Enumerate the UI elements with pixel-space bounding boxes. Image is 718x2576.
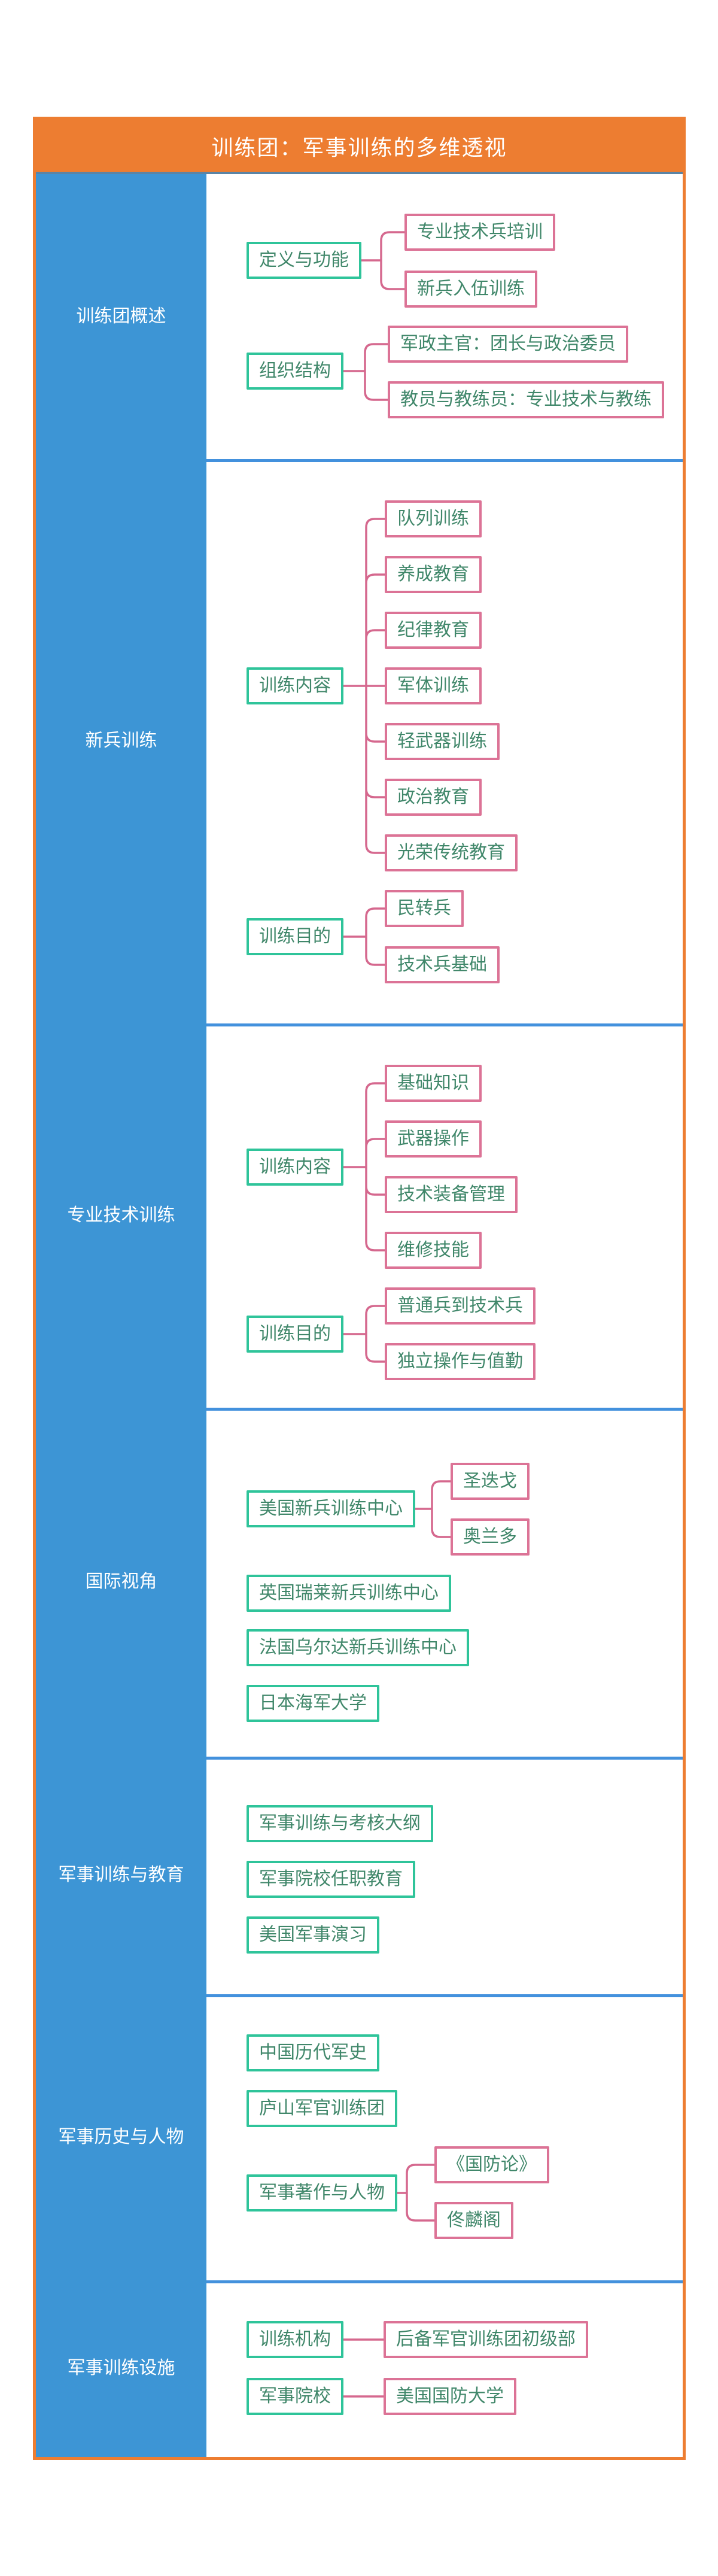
section-divider	[206, 1994, 683, 1997]
subtopic-box-3-0-1[interactable]: 奥兰多	[451, 1518, 530, 1556]
subtopic-box-6-0-0[interactable]: 后备军官训练团初级部	[384, 2321, 588, 2358]
subtopic-box-1-0-2[interactable]: 纪律教育	[385, 612, 482, 649]
subtopic-box-5-2-1[interactable]: 佟麟阁	[434, 2202, 513, 2239]
subtopic-box-3-0-0[interactable]: 圣迭戈	[451, 1463, 530, 1500]
subtopic-box-2-0-3[interactable]: 维修技能	[385, 1232, 482, 1269]
subtopic-box-0-1-0[interactable]: 军政主官：团长与政治委员	[388, 326, 628, 363]
topic-box-3-1[interactable]: 英国瑞莱新兵训练中心	[247, 1575, 451, 1612]
subtopic-box-1-0-3[interactable]: 军体训练	[385, 667, 482, 704]
subtopic-box-1-0-4[interactable]: 轻武器训练	[385, 723, 500, 760]
topic-box-3-3[interactable]: 日本海军大学	[247, 1685, 379, 1722]
page-title: 训练团：军事训练的多维透视	[211, 135, 507, 160]
topic-box-0-0[interactable]: 定义与功能	[247, 242, 361, 279]
topic-box-3-0[interactable]: 美国新兵训练中心	[247, 1490, 415, 1527]
subtopic-box-0-0-1[interactable]: 新兵入伍训练	[404, 271, 537, 308]
subtopic-box-1-0-0[interactable]: 队列训练	[385, 500, 482, 537]
topic-box-2-0[interactable]: 训练内容	[247, 1149, 343, 1186]
topic-box-6-1[interactable]: 军事院校	[247, 2378, 343, 2415]
subtopic-box-1-0-1[interactable]: 养成教育	[385, 556, 482, 593]
section-divider	[206, 1408, 683, 1411]
subtopic-box-2-1-0[interactable]: 普通兵到技术兵	[385, 1287, 536, 1325]
header-underline	[36, 172, 683, 174]
connector-paths	[342, 231, 452, 2398]
topic-box-1-0[interactable]: 训练内容	[247, 667, 343, 704]
section-divider	[206, 2280, 683, 2283]
section-label-5[interactable]: 军事历史与人物	[58, 2127, 184, 2147]
topic-box-1-1[interactable]: 训练目的	[247, 918, 343, 955]
subtopic-box-6-1-0[interactable]: 美国国防大学	[384, 2378, 516, 2415]
section-label-3[interactable]: 国际视角	[85, 1572, 157, 1591]
subtopic-box-1-1-1[interactable]: 技术兵基础	[385, 946, 500, 983]
topic-box-5-0[interactable]: 中国历代军史	[247, 2034, 379, 2071]
topic-box-5-2[interactable]: 军事著作与人物	[247, 2174, 397, 2212]
subtopic-box-1-0-6[interactable]: 光荣传统教育	[385, 834, 518, 871]
subtopic-box-2-1-1[interactable]: 独立操作与值勤	[385, 1343, 536, 1380]
subtopic-box-1-0-5[interactable]: 政治教育	[385, 779, 482, 816]
topic-box-4-1[interactable]: 军事院校任职教育	[247, 1861, 415, 1898]
section-spine	[36, 174, 206, 2457]
topic-box-4-0[interactable]: 军事训练与考核大纲	[247, 1805, 433, 1842]
section-label-0[interactable]: 训练团概述	[76, 306, 166, 326]
topic-box-6-0[interactable]: 训练机构	[247, 2321, 343, 2358]
topic-box-5-1[interactable]: 庐山军官训练团	[247, 2090, 397, 2127]
subtopic-box-2-0-2[interactable]: 技术装备管理	[385, 1176, 518, 1213]
subtopic-box-2-0-1[interactable]: 武器操作	[385, 1120, 482, 1158]
topic-box-4-2[interactable]: 美国军事演习	[247, 1916, 379, 1954]
section-label-4[interactable]: 军事训练与教育	[58, 1865, 184, 1885]
section-label-2[interactable]: 专业技术训练	[67, 1205, 175, 1225]
subtopic-box-2-0-0[interactable]: 基础知识	[385, 1065, 482, 1102]
topic-box-3-2[interactable]: 法国乌尔达新兵训练中心	[247, 1629, 469, 1666]
mindmap-header: 训练团：军事训练的多维透视	[36, 120, 683, 172]
subtopic-box-0-0-0[interactable]: 专业技术兵培训	[404, 214, 555, 251]
subtopic-box-5-2-0[interactable]: 《国防论》	[434, 2146, 549, 2183]
section-label-6[interactable]: 军事训练设施	[67, 2358, 175, 2378]
section-divider	[206, 459, 683, 462]
subtopic-box-1-1-0[interactable]: 民转兵	[385, 890, 464, 927]
topic-box-2-1[interactable]: 训练目的	[247, 1316, 343, 1353]
section-divider	[206, 1023, 683, 1026]
section-label-1[interactable]: 新兵训练	[85, 731, 157, 751]
topic-box-0-1[interactable]: 组织结构	[247, 353, 343, 390]
subtopic-box-0-1-1[interactable]: 教员与教练员：专业技术与教练	[388, 381, 664, 418]
section-divider	[206, 1757, 683, 1760]
